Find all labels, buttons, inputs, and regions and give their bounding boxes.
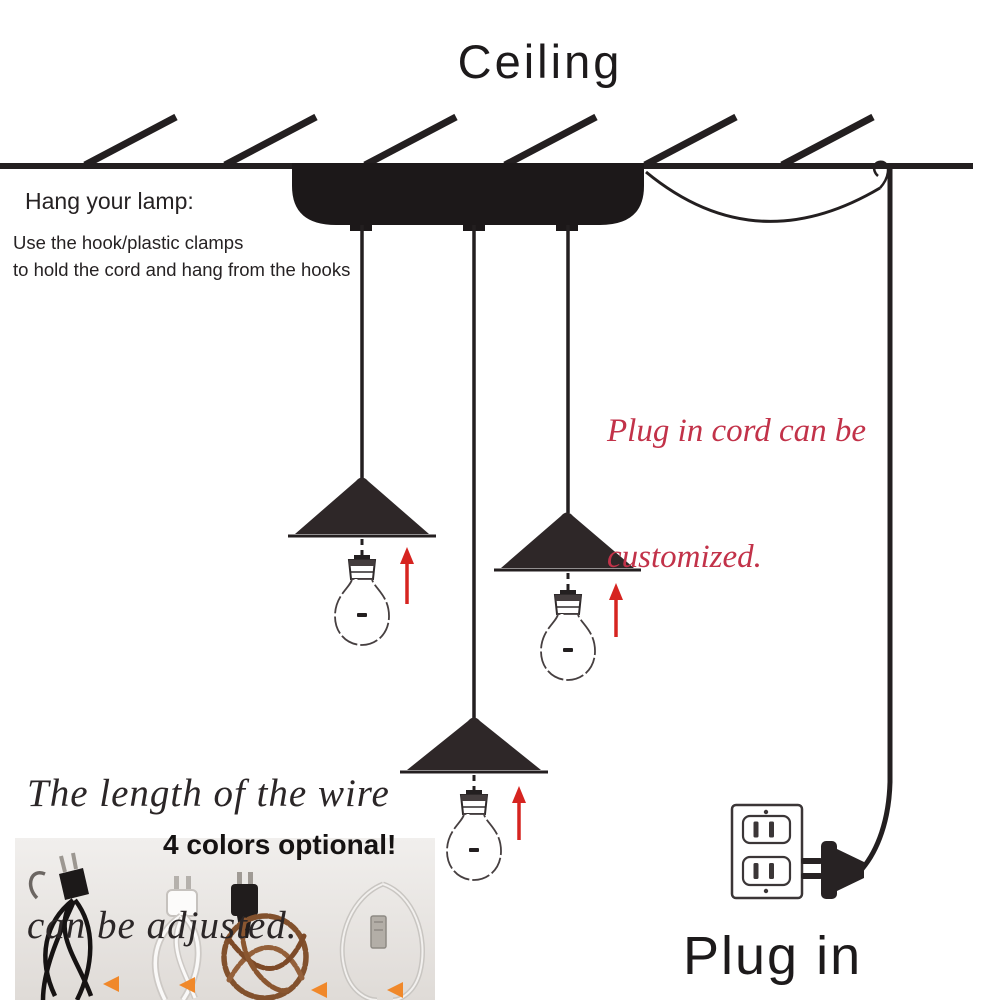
transparent-cord-photo bbox=[339, 881, 425, 1000]
bulb-icon bbox=[446, 813, 502, 881]
outlet-icon bbox=[730, 803, 804, 900]
wire-length-note-line2: can be adjusted. bbox=[27, 904, 298, 947]
plug-cord-note: Plug in cord can be customized. bbox=[607, 326, 866, 662]
lamp-shade-icon bbox=[295, 477, 429, 534]
wire-length-note: The length of the wire can be adjusted. bbox=[27, 684, 390, 1000]
hook-icon bbox=[223, 113, 318, 169]
left-triangle-marker bbox=[311, 982, 327, 998]
plug-icon bbox=[801, 841, 864, 899]
lamp-shade-icon bbox=[501, 512, 634, 568]
bulb-socket bbox=[347, 555, 377, 580]
ceiling-hooks bbox=[83, 113, 875, 169]
cord-colors-photo bbox=[15, 838, 435, 1000]
up-arrow-icon bbox=[400, 547, 414, 604]
plug-cord-note-line1: Plug in cord can be bbox=[607, 413, 867, 449]
canopy bbox=[292, 163, 644, 231]
left-triangle-marker bbox=[179, 977, 195, 993]
selection-markers bbox=[103, 976, 403, 998]
ceiling-label: Ceiling bbox=[457, 35, 623, 88]
bulb-icon bbox=[540, 613, 596, 681]
hang-instructions-heading: Hang your lamp: bbox=[25, 188, 194, 214]
cord-hook-loop bbox=[872, 160, 890, 189]
pendant-lamp-3 bbox=[400, 717, 548, 881]
swag-cord bbox=[645, 170, 881, 223]
left-triangle-marker bbox=[103, 976, 119, 992]
hook-icon bbox=[83, 113, 178, 169]
bulb-icon bbox=[334, 578, 390, 646]
pendant-lamp-2 bbox=[494, 512, 641, 681]
wire-length-note-line1: The length of the wire bbox=[27, 772, 390, 815]
power-cord bbox=[860, 168, 893, 871]
black-cord-photo bbox=[28, 852, 94, 1000]
lamp-shade-icon bbox=[407, 717, 541, 770]
up-arrow-icon bbox=[512, 786, 526, 840]
hook-icon bbox=[363, 113, 458, 169]
brown-cord-photo bbox=[221, 872, 309, 1000]
hook-icon bbox=[643, 113, 738, 169]
colors-optional-caption: 4 colors optional! bbox=[163, 829, 397, 860]
hook-icon bbox=[503, 113, 598, 169]
hang-instructions-line1: Use the hook/plastic clamps bbox=[13, 232, 244, 253]
up-arrow-icon bbox=[609, 583, 623, 637]
hang-instructions-line2: to hold the cord and hang from the hooks bbox=[13, 259, 351, 280]
pendant-lamp-1 bbox=[288, 477, 436, 646]
left-triangle-marker bbox=[387, 982, 403, 998]
bulb-socket bbox=[459, 790, 489, 815]
cord-photo-canvas bbox=[28, 852, 425, 1000]
bulb-socket bbox=[553, 590, 583, 615]
pendant-cords bbox=[360, 225, 570, 718]
hook-icon bbox=[780, 113, 875, 169]
plug-in-label: Plug in bbox=[683, 926, 863, 986]
plug-cord-note-line2: customized. bbox=[607, 539, 762, 575]
white-cord-photo bbox=[151, 876, 202, 1000]
